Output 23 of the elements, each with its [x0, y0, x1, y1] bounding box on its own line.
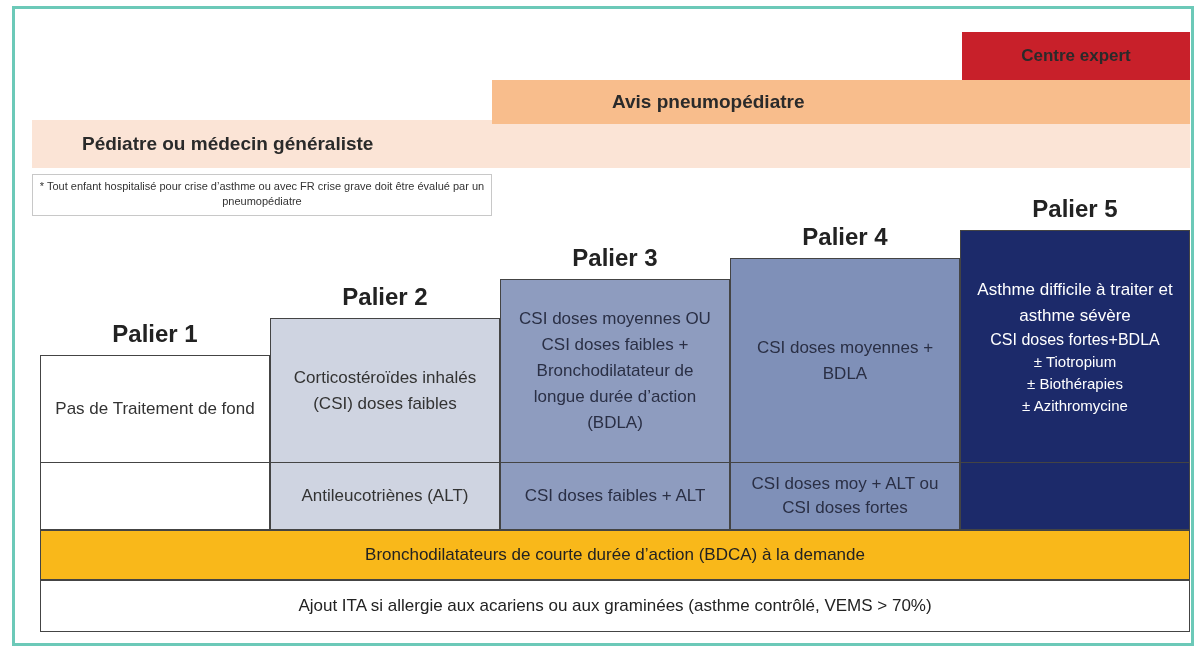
- step-text: Asthme difficile à traiter et asthme sévère: [976, 278, 1174, 327]
- step-heading: Palier 5: [1031, 194, 1119, 224]
- step-heading: Palier 2: [341, 282, 429, 312]
- step-text: CSI doses fortes+BDLA: [990, 329, 1160, 350]
- footnote: * Tout enfant hospitalisé pour crise d’asthme ou avec FR crise grave doit être évalué par un pneumopédiatre: [32, 174, 492, 216]
- step-text: Corticostéroïdes inhalés (CSI) doses faibles: [292, 366, 478, 415]
- band: Centre expert: [962, 32, 1190, 80]
- step-heading: Palier 4: [801, 222, 889, 252]
- step-text: ± Biothérapies: [1027, 373, 1123, 394]
- table-cell: CSI doses faibles + ALT: [500, 462, 730, 530]
- step-text: CSI doses moyennes + BDLA: [755, 336, 935, 385]
- highlight-bar: Bronchodilatateurs de courte durée d’action (BDCA) à la demande: [40, 530, 1190, 580]
- table-cell: CSI doses moy + ALT ou CSI doses fortes: [730, 462, 960, 530]
- step-text: ± Azithromycine: [1022, 395, 1128, 416]
- table-cell: Antileucotriènes (ALT): [270, 462, 500, 530]
- band: Avis pneumopédiatre: [492, 80, 1190, 124]
- step-heading: Palier 3: [571, 243, 659, 273]
- step-text: ± Tiotropium: [1033, 351, 1117, 372]
- step-heading: Palier 1: [111, 319, 199, 349]
- step-text: CSI doses moyennes OU CSI doses faibles + Bronchodilatateur de longue durée d’action (BDLA): [518, 308, 712, 434]
- text-bar: Ajout ITA si allergie aux acariens ou aux graminées (asthme contrôlé, VEMS > 70%): [40, 580, 1190, 632]
- band: Pédiatre ou médecin généraliste: [32, 120, 1190, 168]
- step-text: Pas de Traitement de fond: [55, 398, 255, 420]
